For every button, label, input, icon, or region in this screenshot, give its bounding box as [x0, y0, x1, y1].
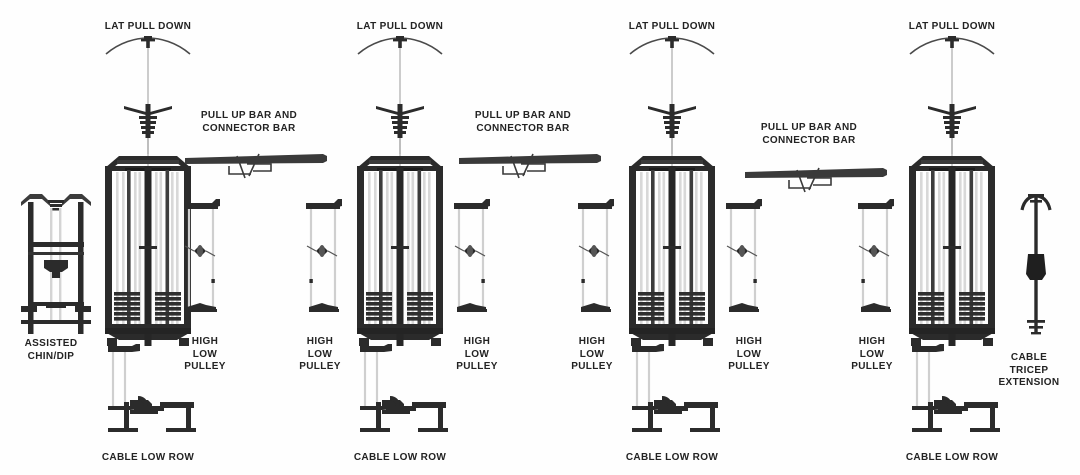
- high-low-pulley-1: [182, 197, 228, 329]
- label-high-low-pulley-4: HIGH LOW PULLEY: [571, 336, 613, 372]
- cable-low-row-2: [360, 344, 456, 440]
- lat-pull-down-handle-3: [646, 102, 698, 154]
- weight-stack-tower-3: [627, 152, 717, 348]
- pull-up-bar-1: [185, 152, 327, 186]
- label-cable-low-row-4: CABLE LOW ROW: [905, 452, 999, 463]
- label-high-low-pulley-3: HIGH LOW PULLEY: [456, 336, 498, 372]
- high-low-pulley-3: [452, 197, 498, 329]
- pull-up-bar-2: [459, 152, 601, 186]
- label-lat-pull-down-2: LAT PULL DOWN: [356, 21, 444, 32]
- lat-pull-down-handle-1: [122, 102, 174, 154]
- label-high-low-pulley-6: HIGH LOW PULLEY: [851, 336, 893, 372]
- label-pull-up-bar-2: PULL UP BAR AND CONNECTOR BAR: [474, 110, 572, 134]
- high-low-pulley-6: [850, 197, 896, 329]
- weight-stack-tower-1: [103, 152, 193, 348]
- pull-up-bar-3: [745, 166, 887, 200]
- cable-low-row-1: [108, 344, 204, 440]
- label-pull-up-bar-1: PULL UP BAR AND CONNECTOR BAR: [200, 110, 298, 134]
- high-low-pulley-5: [724, 197, 770, 329]
- label-lat-pull-down-4: LAT PULL DOWN: [908, 21, 996, 32]
- high-low-pulley-4: [570, 197, 616, 329]
- high-low-pulley-2: [298, 197, 344, 329]
- label-cable-low-row-3: CABLE LOW ROW: [625, 452, 719, 463]
- cable-low-row-3: [632, 344, 728, 440]
- cable-tricep-extension: [1014, 192, 1058, 342]
- label-high-low-pulley-2: HIGH LOW PULLEY: [299, 336, 341, 372]
- label-high-low-pulley-1: HIGH LOW PULLEY: [184, 336, 226, 372]
- label-cable-low-row-1: CABLE LOW ROW: [101, 452, 195, 463]
- lat-pull-down-handle-4: [926, 102, 978, 154]
- label-lat-pull-down-3: LAT PULL DOWN: [628, 21, 716, 32]
- weight-stack-tower-2: [355, 152, 445, 348]
- label-cable-tricep-extension: CABLE TRICEP EXTENSION: [998, 352, 1060, 388]
- label-assisted-chin-dip: ASSISTED CHIN/DIP: [24, 338, 78, 362]
- label-lat-pull-down-1: LAT PULL DOWN: [104, 21, 192, 32]
- label-pull-up-bar-3: PULL UP BAR AND CONNECTOR BAR: [760, 122, 858, 146]
- label-high-low-pulley-5: HIGH LOW PULLEY: [728, 336, 770, 372]
- label-cable-low-row-2: CABLE LOW ROW: [353, 452, 447, 463]
- lat-pull-down-handle-2: [374, 102, 426, 154]
- cable-low-row-4: [912, 344, 1008, 440]
- weight-stack-tower-4: [907, 152, 997, 348]
- assisted-chin-dip-station: [20, 190, 92, 338]
